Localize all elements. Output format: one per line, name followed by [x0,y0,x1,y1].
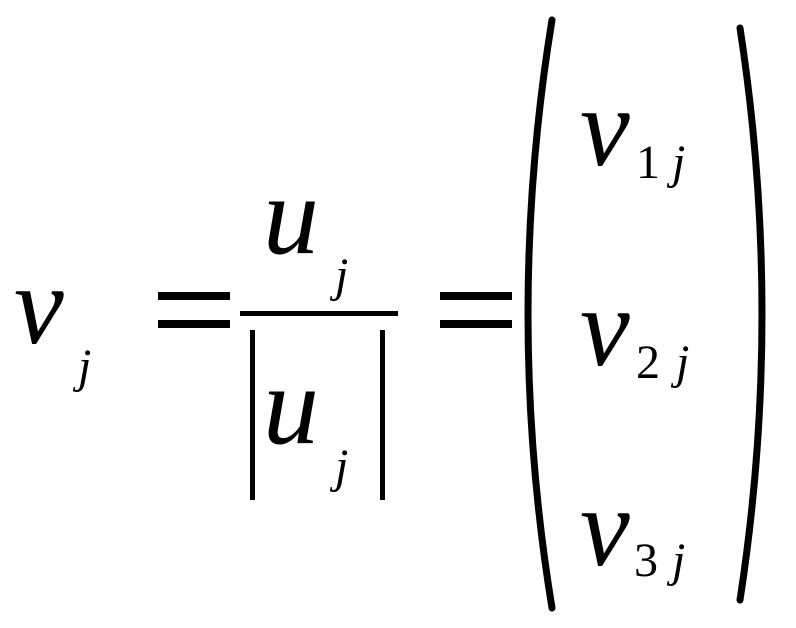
right-parenthesis [736,24,766,604]
fraction-denominator-base: u [263,344,319,468]
abs-bar-left [250,330,255,500]
vector-entry-subscript: j [672,534,686,587]
vector-entry-subscript: j [672,136,686,189]
fraction-denominator-subscript: j [335,440,349,493]
vector-entry-base: v [580,66,630,190]
lhs-subscript: j [78,340,92,393]
abs-bar-right [380,330,385,500]
vector-entry-base: v [580,266,630,390]
lhs-base: v [14,244,64,368]
fraction-bar [240,311,398,316]
vector-entry-index: 2 [636,336,660,389]
fraction-numerator-subscript: j [335,249,349,302]
vector-entry-index: 3 [634,534,658,587]
vector-entry-subscript: j [676,336,690,389]
left-parenthesis [524,16,556,612]
fraction-numerator-base: u [263,154,319,278]
vector-entry-index: 1 [636,136,660,189]
vector-entry-base: v [580,466,630,590]
